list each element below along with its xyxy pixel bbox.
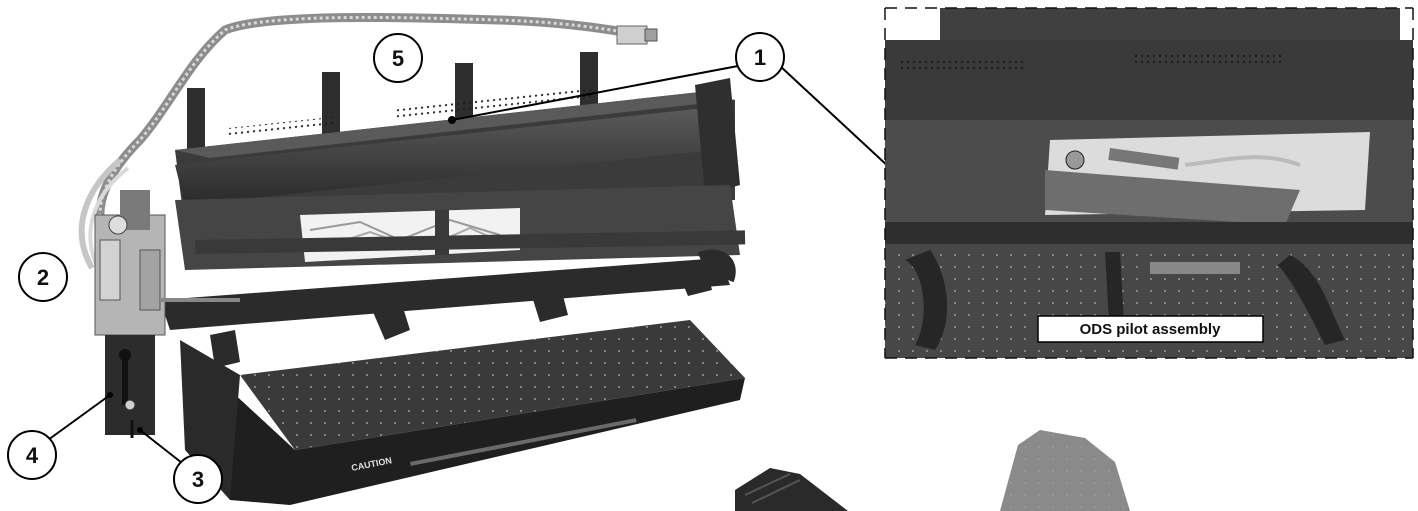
callout-5: 5: [373, 33, 423, 83]
inset-photo: [884, 7, 1414, 359]
callout-3: 3: [173, 454, 223, 504]
callout-2: 2: [18, 252, 68, 302]
inset-label-text: ODS pilot assembly: [1080, 321, 1222, 338]
log-pieces: [735, 430, 1130, 511]
inset-label: ODS pilot assembly: [1037, 315, 1264, 343]
front-grate: [160, 249, 736, 368]
callout-1: 1: [735, 32, 785, 82]
ember-pan: CAUTION: [180, 320, 745, 505]
burner-frame: [175, 185, 746, 270]
callout-5-number: 5: [392, 46, 404, 71]
callout-4-number: 4: [26, 443, 39, 468]
gas-valve-assembly: [94, 190, 240, 438]
callout-2-number: 2: [37, 265, 49, 290]
callout-1-number: 1: [754, 45, 766, 70]
callout-3-number: 3: [192, 467, 204, 492]
top-burner-tube: [175, 78, 740, 205]
callout-leaders: [47, 65, 891, 464]
callout-4: 4: [7, 430, 57, 480]
